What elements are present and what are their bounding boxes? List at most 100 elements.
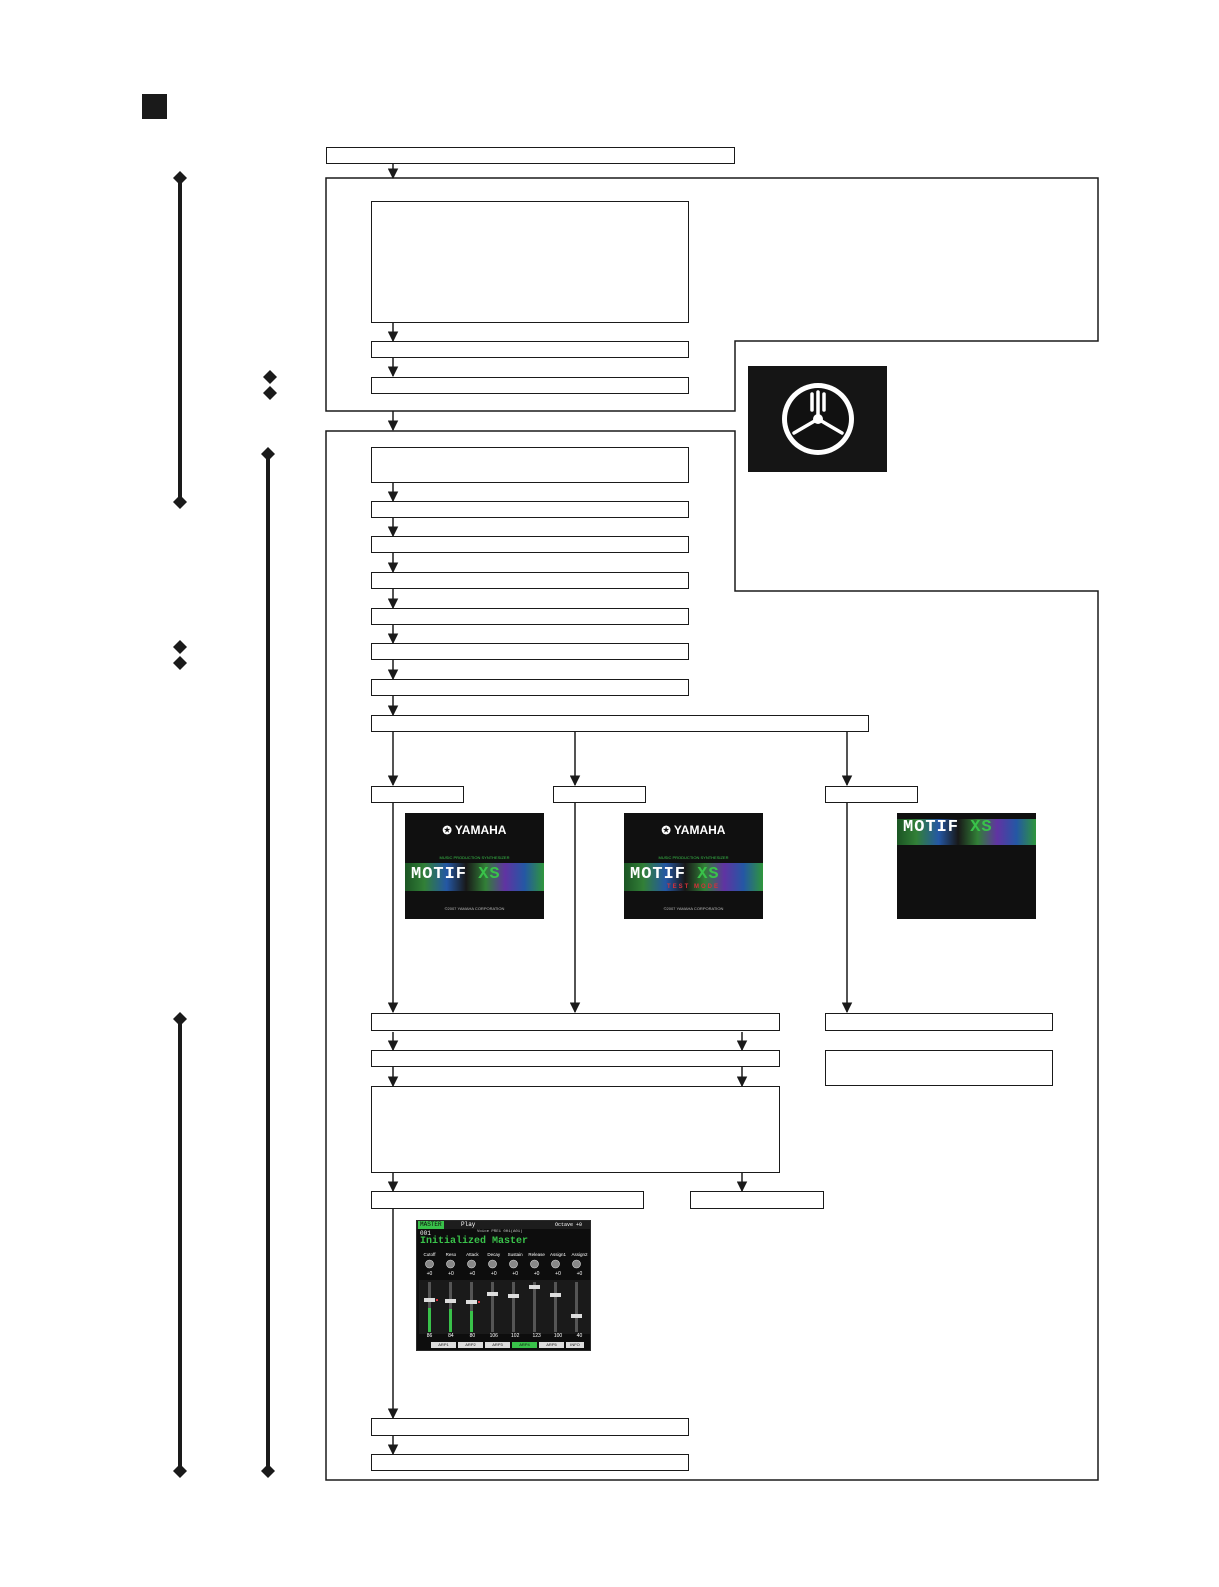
octave-readout: Octave +0 [555,1222,583,1228]
slider-handle [445,1299,456,1303]
slider-track [575,1282,578,1332]
knob-label: Attack [466,1252,479,1257]
diamond-arrow-icon [173,171,187,185]
slider-marker [436,1299,438,1301]
diamond-arrow-icon [173,640,187,654]
knob-label: Reso [445,1252,457,1257]
tab-info[interactable]: INFO [566,1342,584,1348]
section-square-icon [142,94,167,119]
test-mode-label: TEST MODE [666,884,720,890]
knob-icon [530,1259,539,1269]
step-box-update [825,1013,1053,1031]
step-box-end [371,1454,689,1471]
slider-track [512,1282,515,1332]
diamond-arrow-icon [261,447,275,461]
boot-screen-test: ✪ YAMAHA MUSIC PRODUCTION SYNTHESIZER MO… [624,813,763,919]
tab-row: ARP1 ARP2 ARP3 ARP4 ARP5 INFO [431,1342,590,1348]
copyright: ©2007 YAMAHA CORPORATION [663,906,724,911]
diamond-arrow-icon [173,1012,187,1026]
knob-value: +0 [490,1271,497,1277]
tab-arp3[interactable]: ARP3 [485,1342,510,1348]
knob-value: +0 [448,1271,454,1277]
slider-handle [508,1294,519,1298]
master-number: 001 [420,1230,431,1237]
branch-box-update [825,786,918,803]
diamond-arrow-icon [173,495,187,509]
knob-label: Decay [487,1252,501,1257]
screen-header [417,1221,590,1229]
slider-handle [529,1285,540,1289]
slider-track [491,1282,494,1332]
slider-value: 100 [553,1333,563,1339]
slider-track [449,1282,452,1332]
slider-value: 123 [532,1333,541,1339]
slider-value: 106 [489,1333,498,1339]
group-outline-lower [325,430,1099,1481]
knob-icon [425,1259,434,1269]
knob-value: +0 [533,1271,540,1277]
subtitle: MUSIC PRODUCTION SYNTHESIZER [439,855,510,860]
tab-arp4[interactable]: ARP4 [512,1342,537,1348]
step-box-large-2 [371,1086,780,1173]
knob-label: Release [528,1252,545,1257]
step-box-update [825,1050,1053,1086]
slider-handle [550,1293,561,1297]
knob-value: +0 [512,1271,519,1277]
slider-value: 102 [511,1333,520,1339]
step-box [371,1191,644,1209]
mode-label: MASTER [418,1221,444,1229]
master-name: Initialized Master [420,1236,529,1247]
slider-fill [449,1309,452,1332]
slider-value: 84 [448,1333,454,1339]
slider-track [470,1282,473,1332]
slider-track [428,1282,431,1332]
tab-arp2[interactable]: ARP2 [458,1342,483,1348]
knob-icon [446,1259,455,1269]
mode-sub: Play [461,1221,476,1228]
boot-screen-normal: ✪ YAMAHA MUSIC PRODUCTION SYNTHESIZER MO… [405,813,544,919]
master-play-screen: MASTER Play Octave +0 001 Voice PRE1 001… [416,1220,591,1351]
diamond-arrow-icon [263,370,277,384]
knob-icon [551,1259,560,1269]
knob-label: Sustain [507,1252,523,1257]
slider-fill [428,1308,431,1332]
product-logo: MOTIF XS [411,865,501,884]
boot-screen-update: MOTIF XS [897,813,1036,919]
knob-icon [467,1259,476,1269]
step-box [371,536,689,553]
slider-fill [470,1311,473,1332]
yamaha-tuning-fork-icon [782,383,854,455]
step-box [690,1191,824,1209]
product-logo: MOTIF XS [630,865,720,884]
step-box [371,501,689,518]
slider-track [554,1282,557,1332]
brand-label: YAMAHA [673,823,726,837]
product-logo: MOTIF XS [903,818,993,837]
knob-value: +0 [426,1271,433,1277]
slider-marker [478,1301,480,1303]
knob-value-row: +0 +0 +0 +0 +0 +0 +0 +0 [419,1271,590,1277]
step-box [371,572,689,589]
tab-arp1[interactable]: ARP1 [431,1342,456,1348]
branch-box-normal [371,786,464,803]
slider-value: 80 [469,1333,476,1339]
diamond-arrow-icon [173,1464,187,1478]
yamaha-tuning-fork-icon: ✪ [661,825,671,837]
knob-value: +0 [555,1271,561,1277]
knob-label: Assign2 [571,1252,588,1257]
step-box-start [326,147,735,164]
knob-label-row: Cutoff Reso Attack Decay Sustain Release… [419,1252,590,1257]
glow-band [624,863,763,891]
knob-icon [572,1259,581,1269]
yamaha-emblem-screen [748,366,887,472]
knob-value: +0 [576,1271,583,1277]
branch-box [371,715,869,732]
slider-handle [424,1298,435,1302]
step-box-large-1 [371,201,689,323]
diamond-arrow-icon [263,386,277,400]
tab-arp5[interactable]: ARP5 [539,1342,564,1348]
diamond-arrow-icon [173,656,187,670]
voice-info: Voice PRE1 001(A01) [477,1230,523,1234]
slider-track [533,1282,536,1332]
